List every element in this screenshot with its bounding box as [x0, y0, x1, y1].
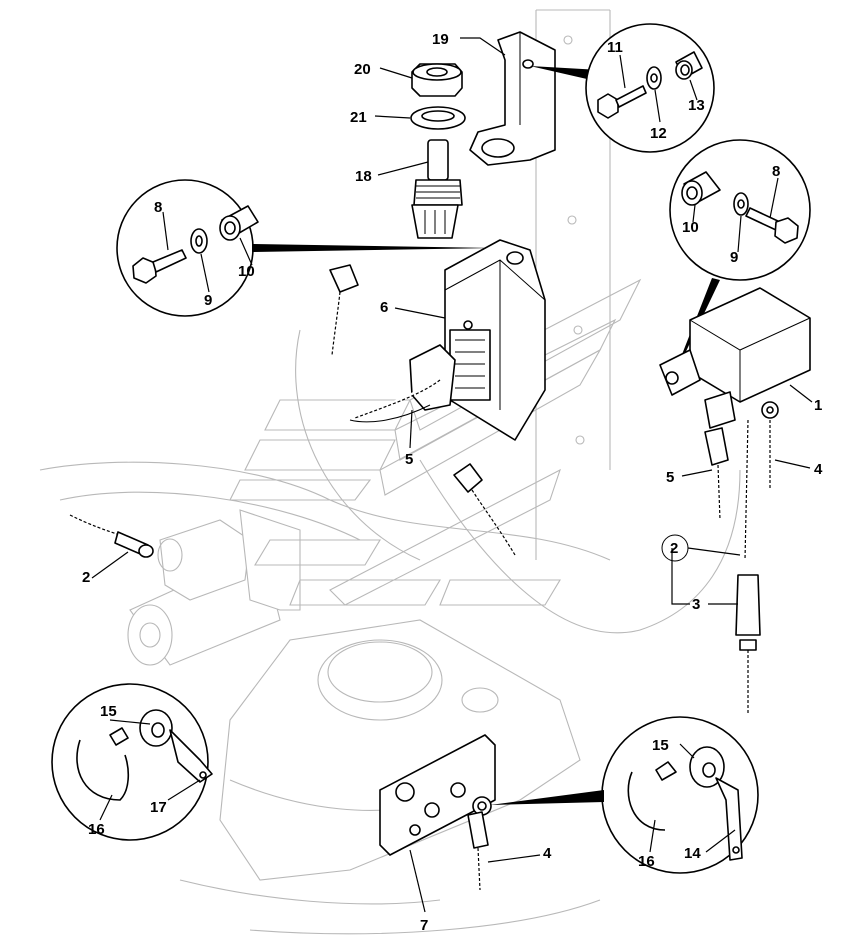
leader-lines — [91, 37, 813, 913]
callout-1: 1 — [814, 397, 822, 414]
relay-1 — [659, 287, 811, 429]
detail-circle-clip-15-16-17 — [51, 683, 213, 841]
washer-21 — [410, 106, 466, 130]
callout-2-cable: 2 — [82, 569, 90, 586]
callout-19: 19 — [432, 31, 449, 48]
detail-circle-bolt-8-9-10-left — [116, 179, 495, 317]
battery-cable-4-lower — [467, 811, 489, 891]
harness-5-module — [349, 344, 456, 423]
clamp-17 — [169, 729, 213, 783]
clamp-14 — [715, 777, 743, 861]
washer-12 — [646, 66, 662, 90]
bracket-19 — [469, 31, 556, 166]
cable-tie-16 — [627, 761, 677, 831]
callout-10-left: 10 — [238, 263, 255, 280]
callout-6: 6 — [380, 299, 388, 316]
callout-11: 11 — [607, 39, 623, 56]
ground-cable-2 — [69, 514, 154, 558]
callout-16-right: 16 — [638, 853, 655, 870]
callout-15-left: 15 — [100, 703, 117, 720]
callout-10-right: 10 — [682, 219, 699, 236]
callout-5-relay: 5 — [666, 469, 674, 486]
callout-9-right: 9 — [730, 249, 738, 266]
relay-harness — [704, 419, 771, 715]
callout-15-right: 15 — [652, 737, 669, 754]
callout-18: 18 — [355, 168, 372, 185]
callout-3: 3 — [692, 596, 700, 613]
detail-circle-bolt-11-12-13 — [530, 23, 715, 153]
control-module-6 — [444, 239, 546, 441]
callout-4-upper: 4 — [814, 461, 823, 478]
callout-5-module: 5 — [405, 451, 413, 468]
callout-16-left: 16 — [88, 821, 105, 838]
bolt-11 — [597, 85, 647, 119]
grommet-15 — [689, 746, 725, 788]
sleeve-10 — [681, 171, 721, 206]
callout-17: 17 — [150, 799, 167, 816]
callout-13: 13 — [688, 97, 705, 114]
washer-9 — [190, 228, 208, 254]
sensor-18 — [411, 139, 463, 239]
callout-8-right: 8 — [772, 163, 780, 180]
bolt-8 — [132, 249, 187, 284]
cable-tie-16 — [76, 727, 130, 801]
sleeve-10 — [219, 205, 259, 241]
callout-4-lower: 4 — [543, 845, 552, 862]
callout-circle-2 — [661, 534, 689, 562]
callout-12: 12 — [650, 125, 667, 142]
callout-7: 7 — [420, 917, 428, 934]
callout-2-circled: 2 — [670, 540, 678, 557]
callout-21: 21 — [350, 109, 367, 126]
sleeve-13 — [675, 51, 703, 80]
grommet-15 — [139, 709, 173, 747]
terminal-block-7 — [379, 734, 496, 856]
callout-9-left: 9 — [204, 292, 212, 309]
background-outline — [39, 9, 741, 935]
callout-20: 20 — [354, 61, 371, 78]
callout-8-left: 8 — [154, 199, 162, 216]
callout-labels: 19 20 21 18 11 12 13 8 9 10 8 9 10 6 5 1… — [82, 31, 823, 934]
callout-14: 14 — [684, 845, 701, 862]
harness-connector-upper — [329, 264, 359, 356]
detail-circle-clip-15-16-14 — [490, 716, 759, 874]
nut-20 — [411, 63, 463, 97]
starter-motor — [127, 509, 301, 666]
harness-connector-middle — [453, 463, 516, 556]
washer-9 — [733, 192, 749, 216]
